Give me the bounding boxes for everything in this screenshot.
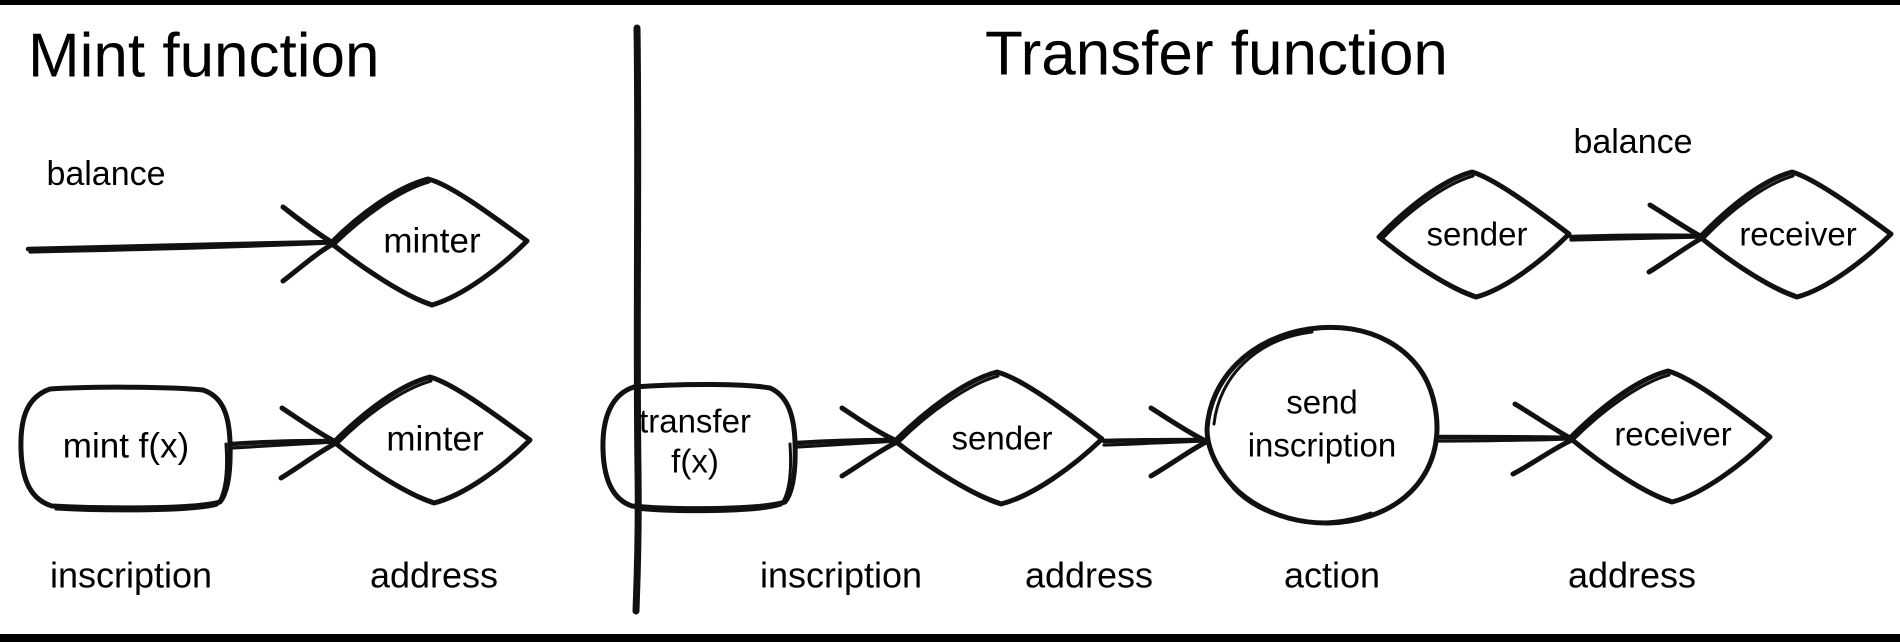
node-send-inscription (1204, 324, 1440, 526)
top-rule (0, 0, 1900, 5)
edge-balance-to-minter-top (25, 204, 336, 284)
edge-label-balance-transfer: balance (1573, 123, 1692, 161)
edge-mintfx-to-minter (229, 405, 339, 481)
node-label-send-inscription-line2: inscription (1248, 427, 1397, 464)
type-label-inscription-mint: inscription (50, 555, 212, 596)
node-receiver (1567, 368, 1773, 505)
edge-sender-to-send-inscription (1101, 405, 1209, 479)
type-label-address-mint: address (370, 555, 498, 596)
node-sender-top (1376, 169, 1572, 300)
node-label-transfer-fx-line2: f(x) (671, 443, 719, 480)
node-minter (331, 374, 533, 506)
type-label-inscription-transfer: inscription (760, 555, 922, 596)
panel-title-transfer: Transfer function (985, 19, 1448, 88)
node-label-sender: sender (952, 420, 1053, 457)
edge-send-inscription-to-receiver (1434, 401, 1575, 477)
edge-transferfx-to-sender (794, 405, 900, 479)
node-minter-top (328, 176, 530, 308)
panel-divider (632, 24, 642, 615)
node-label-minter-top: minter (383, 221, 481, 260)
edge-balance-to-receiver-top (1568, 202, 1705, 275)
node-label-receiver: receiver (1614, 416, 1731, 453)
node-transfer-fx (600, 381, 798, 514)
node-label-sender-top: sender (1427, 216, 1528, 253)
type-label-address-sender: address (1025, 555, 1153, 596)
type-label-action: action (1284, 555, 1380, 596)
node-label-minter: minter (386, 419, 484, 458)
node-label-send-inscription-line1: send (1286, 384, 1358, 421)
node-mint-fx (18, 384, 233, 513)
edge-label-balance-mint: balance (46, 155, 165, 193)
type-label-address-receiver: address (1568, 555, 1696, 596)
bottom-rule (0, 634, 1900, 642)
node-label-transfer-fx-line1: transfer (639, 403, 751, 440)
node-receiver-top (1697, 169, 1894, 300)
node-sender (892, 369, 1105, 507)
node-label-receiver-top: receiver (1739, 216, 1856, 253)
node-label-mint-fx: mint f(x) (63, 426, 189, 465)
panel-title-mint: Mint function (28, 21, 380, 90)
